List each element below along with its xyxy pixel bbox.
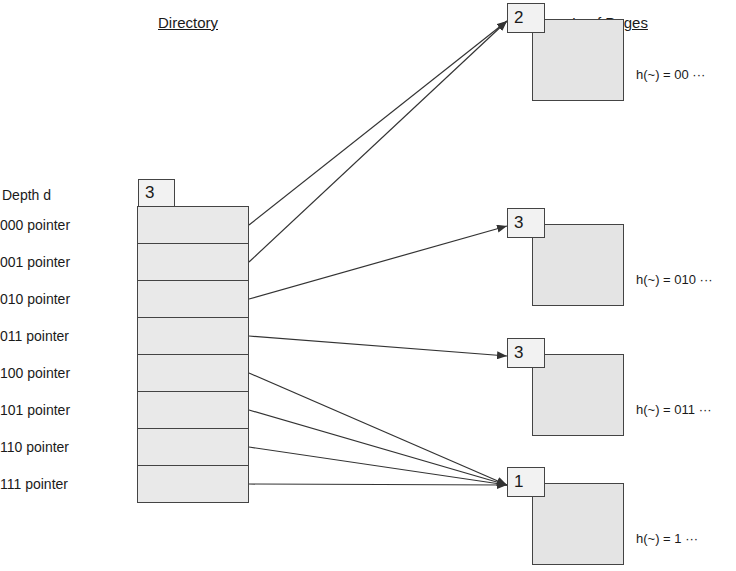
pointer-label: 110 pointer: [0, 439, 69, 455]
hash-prefix: h(~) = 1 ···: [636, 531, 698, 547]
local-depth: 2: [514, 8, 523, 27]
pointer-label: 010 pointer: [0, 291, 70, 307]
hash-prefix: h(~) = 00 ···: [636, 67, 705, 83]
pointer-cell: [137, 391, 249, 429]
hash-prefix: h(~) = 011 ···: [636, 402, 712, 418]
pointer-arrow: [249, 447, 507, 485]
pointer-label: 111 pointer: [0, 476, 68, 492]
depth-label: Depth d: [2, 187, 51, 203]
pointer-cell: [137, 243, 249, 281]
leaf-page: 1 h(~) = 1 ···: [507, 467, 735, 567]
directory-slot: 011 pointer: [0, 317, 249, 355]
pointer-arrow: [249, 484, 507, 485]
directory-slot: 101 pointer: [0, 391, 249, 429]
page-body: [532, 19, 624, 101]
pointer-label: 000 pointer: [0, 217, 70, 233]
page-body: [532, 224, 624, 306]
depth-value-box: 3: [138, 179, 175, 207]
pointer-arrow: [249, 373, 507, 485]
local-depth-box: 2: [507, 3, 545, 33]
pointer-label: 100 pointer: [0, 365, 70, 381]
pointer-arrow: [249, 21, 507, 225]
hash-prefix: h(~) = 010 ···: [636, 272, 713, 288]
pointer-cell: [137, 354, 249, 392]
directory-slot: 110 pointer: [0, 428, 249, 466]
leaf-page: 3 h(~) = 011 ···: [507, 338, 735, 438]
pointer-label: 011 pointer: [0, 328, 69, 344]
pointer-label: 001 pointer: [0, 254, 70, 270]
leaf-page: 3 h(~) = 010 ···: [507, 208, 735, 308]
directory-slot: 010 pointer: [0, 280, 249, 318]
local-depth-box: 3: [507, 338, 545, 368]
depth-box: Depth d 3: [0, 179, 175, 207]
local-depth: 1: [514, 472, 523, 491]
directory-slot: 100 pointer: [0, 354, 249, 392]
pointer-cell: [137, 280, 249, 318]
local-depth: 3: [514, 213, 523, 232]
pointer-label: 101 pointer: [0, 402, 70, 418]
pointer-cell: [137, 465, 249, 503]
local-depth: 3: [514, 343, 523, 362]
directory-slot: 111 pointer: [0, 465, 249, 503]
pointer-arrow: [249, 336, 507, 356]
leaf-page: 2 h(~) = 00 ···: [507, 3, 735, 103]
section-heading: Directory: [158, 14, 218, 31]
page-body: [532, 354, 624, 436]
pointer-cell: [137, 428, 249, 466]
local-depth-box: 1: [507, 467, 545, 497]
page-body: [532, 483, 624, 565]
depth-value: 3: [145, 183, 154, 202]
pointer-arrow: [249, 226, 507, 299]
pointer-cell: [137, 206, 249, 244]
pointer-arrow: [249, 21, 507, 262]
local-depth-box: 3: [507, 208, 545, 238]
pointer-cell: [137, 317, 249, 355]
directory-slot: 000 pointer: [0, 206, 249, 244]
directory-slot: 001 pointer: [0, 243, 249, 281]
pointer-arrow: [249, 410, 507, 485]
